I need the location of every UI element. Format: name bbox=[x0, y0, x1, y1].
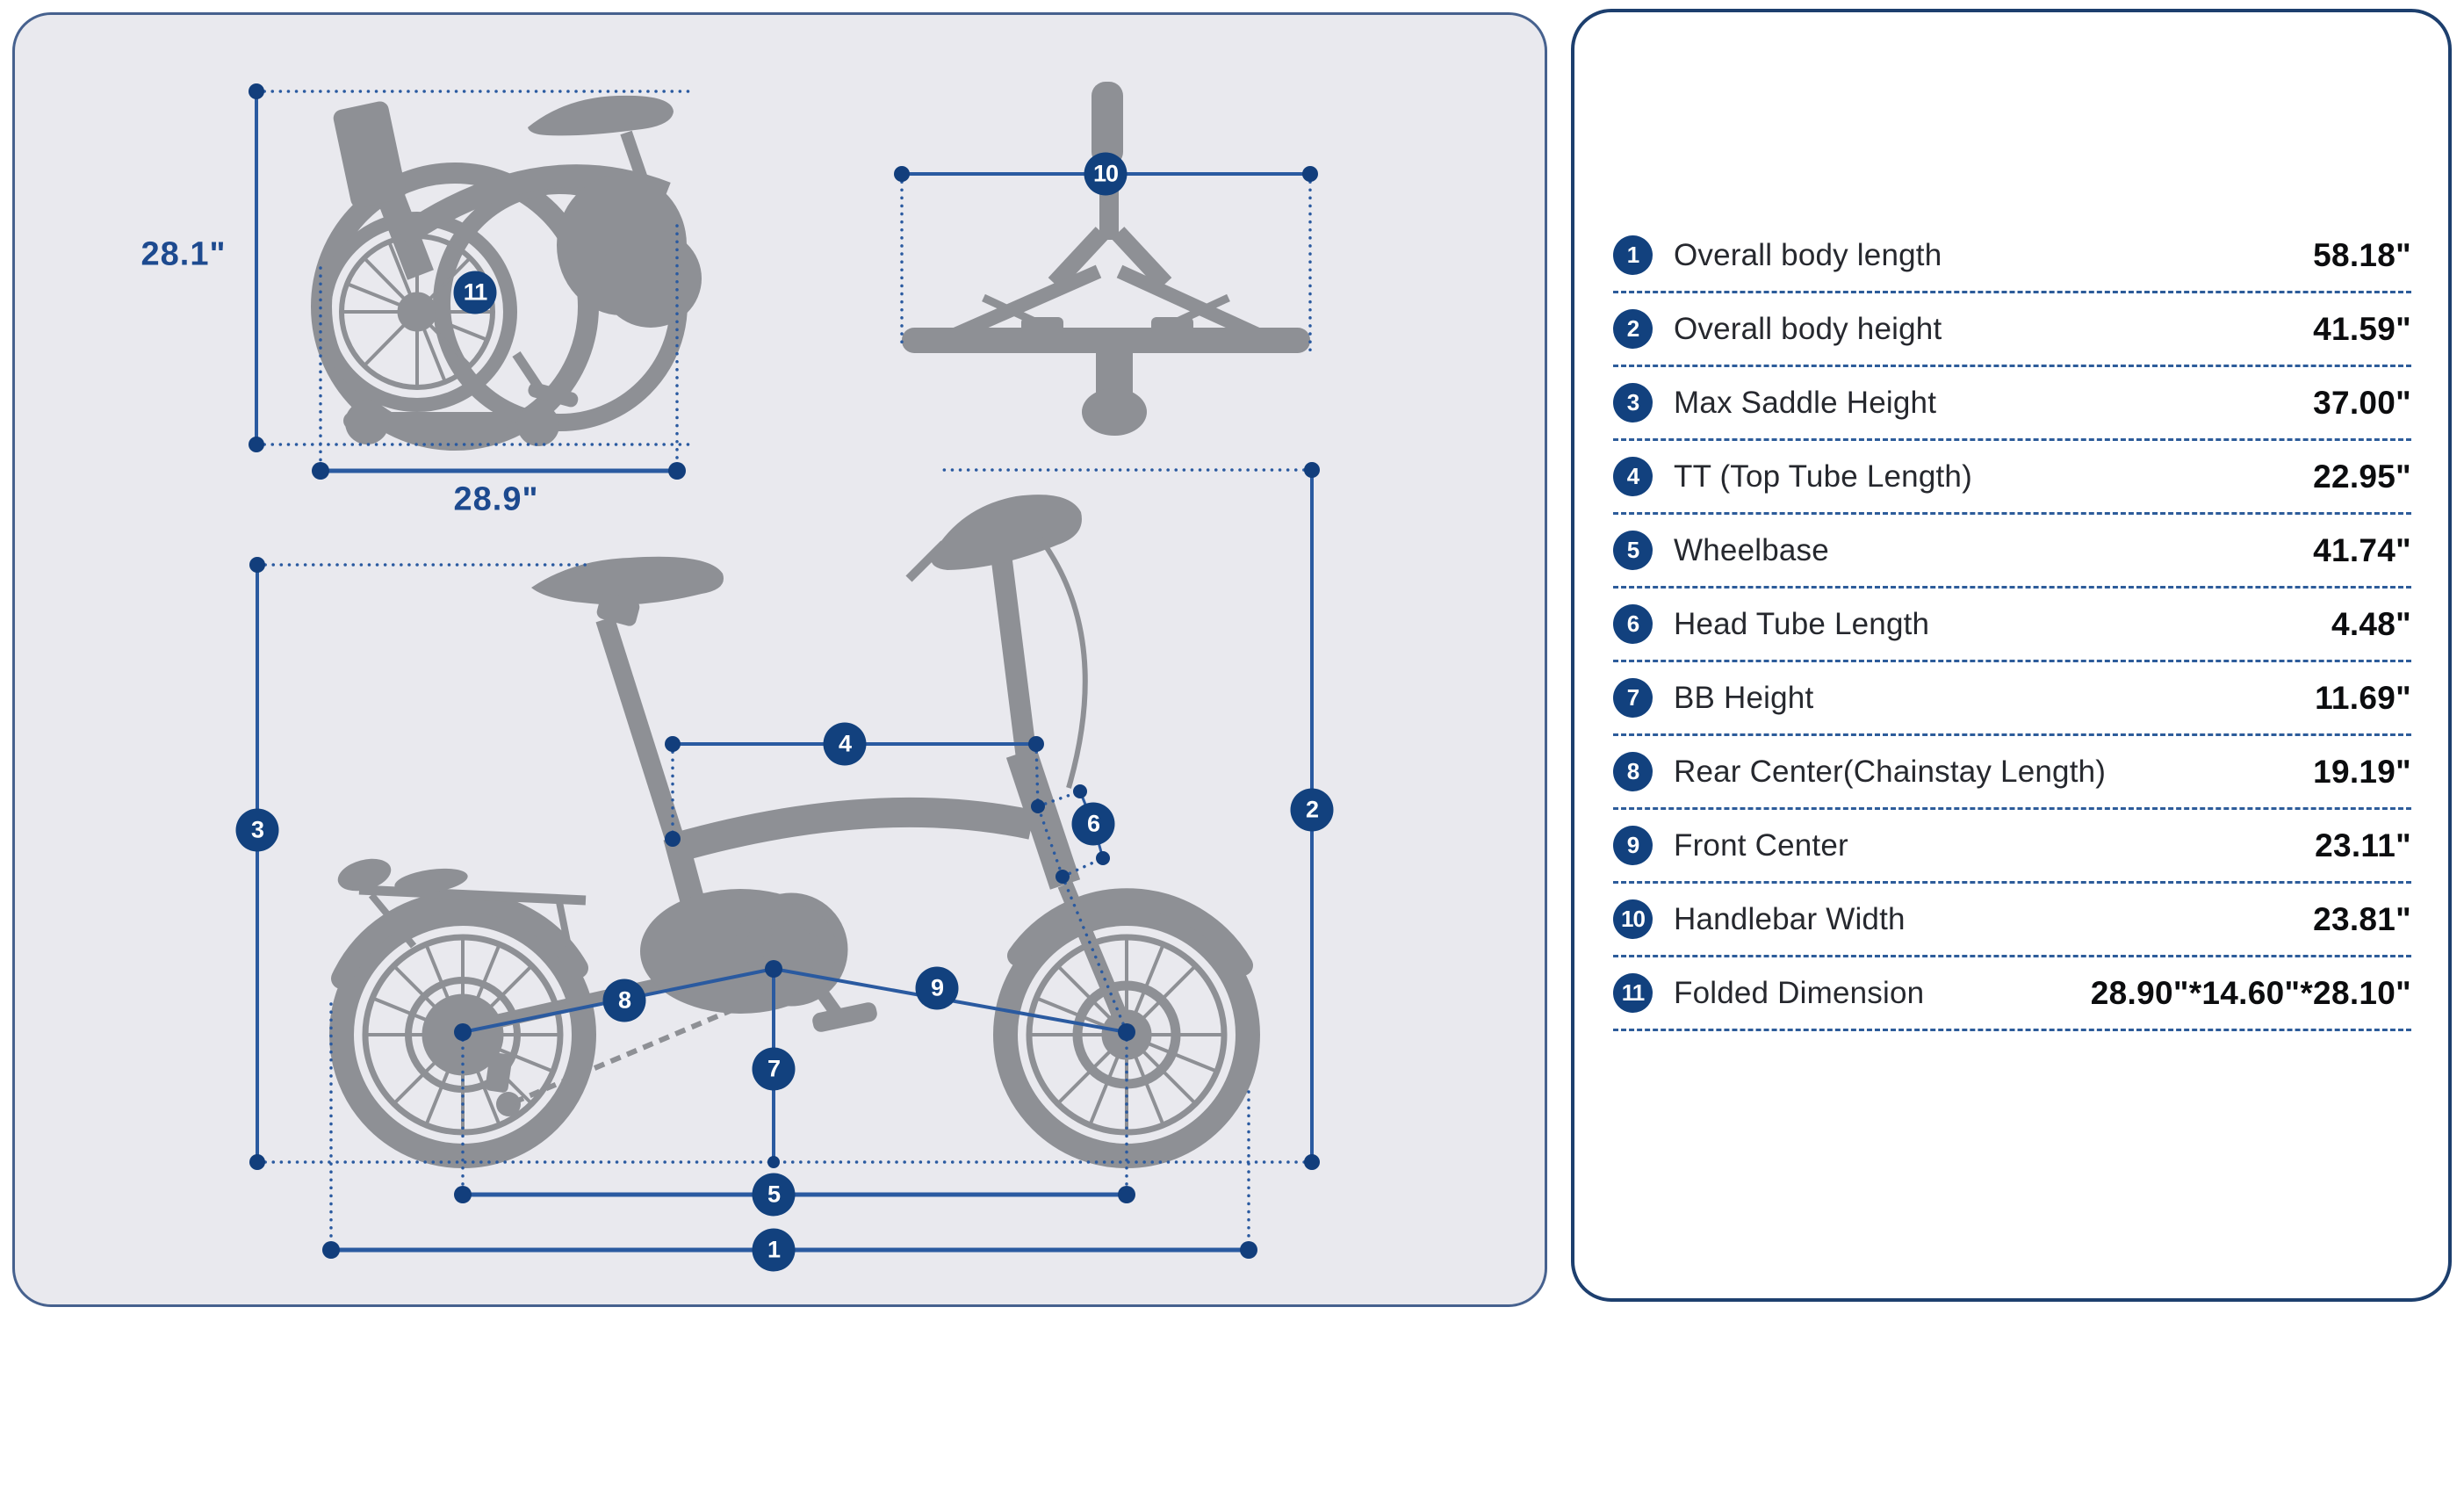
legend-value-1: 58.18" bbox=[2313, 236, 2411, 273]
folded-width-label: 28.9" bbox=[453, 480, 539, 518]
legend-row-3: 3 Max Saddle Height 37.00" bbox=[1613, 367, 2411, 441]
folded-height-label: 28.1" bbox=[140, 235, 227, 273]
legend-row-8: 8 Rear Center(Chainstay Length) 19.19" bbox=[1613, 736, 2411, 810]
legend-badge-5: 5 bbox=[1613, 531, 1653, 570]
top-view-silhouette bbox=[902, 82, 1310, 436]
legend-badge-4: 4 bbox=[1613, 457, 1653, 496]
legend-badge-11: 11 bbox=[1613, 973, 1653, 1013]
legend-badge-2: 2 bbox=[1613, 309, 1653, 349]
diagram-badge-7: 7 bbox=[752, 1047, 796, 1091]
legend-label-2: Overall body height bbox=[1674, 311, 1942, 346]
diagram-badge-10: 10 bbox=[1084, 152, 1128, 196]
diagram-badge-4: 4 bbox=[823, 722, 867, 766]
legend-label-3: Max Saddle Height bbox=[1674, 385, 1937, 420]
legend-badge-6: 6 bbox=[1613, 604, 1653, 644]
legend-label-11: Folded Dimension bbox=[1674, 975, 1925, 1010]
legend-badge-7: 7 bbox=[1613, 678, 1653, 718]
legend-value-10: 23.81" bbox=[2313, 900, 2411, 937]
legend-row-11: 11 Folded Dimension 28.90"*14.60"*28.10" bbox=[1613, 957, 2411, 1031]
legend-label-6: Head Tube Length bbox=[1674, 606, 1930, 641]
legend-value-3: 37.00" bbox=[2313, 384, 2411, 421]
diagram-badge-11: 11 bbox=[453, 271, 497, 314]
legend-value-8: 19.19" bbox=[2313, 753, 2411, 790]
legend-value-4: 22.95" bbox=[2313, 458, 2411, 495]
legend-value-7: 11.69" bbox=[2315, 679, 2411, 716]
legend-label-9: Front Center bbox=[1674, 827, 1848, 863]
legend-value-6: 4.48" bbox=[2331, 605, 2411, 642]
legend-value-5: 41.74" bbox=[2313, 531, 2411, 568]
legend-label-1: Overall body length bbox=[1674, 237, 1942, 272]
diagram-panel: 28.1" 28.9" 1 2 3 4 5 6 7 8 9 10 11 bbox=[12, 12, 1547, 1307]
diagram-badge-3: 3 bbox=[235, 808, 279, 852]
dimension-legend-panel: 1 Overall body length 58.18" 2 Overall b… bbox=[1571, 9, 2452, 1302]
legend-label-7: BB Height bbox=[1674, 680, 1814, 715]
legend-row-7: 7 BB Height 11.69" bbox=[1613, 662, 2411, 736]
legend-badge-8: 8 bbox=[1613, 752, 1653, 791]
legend-row-6: 6 Head Tube Length 4.48" bbox=[1613, 589, 2411, 662]
legend-label-10: Handlebar Width bbox=[1674, 901, 1906, 936]
legend-label-8: Rear Center(Chainstay Length) bbox=[1674, 754, 2107, 789]
legend-label-4: TT (Top Tube Length) bbox=[1674, 459, 1972, 494]
legend-badge-10: 10 bbox=[1613, 899, 1653, 939]
diagram-badge-9: 9 bbox=[915, 966, 959, 1010]
legend-row-9: 9 Front Center 23.11" bbox=[1613, 810, 2411, 884]
legend-row-10: 10 Handlebar Width 23.81" bbox=[1613, 884, 2411, 957]
folded-bike-silhouette bbox=[311, 95, 702, 451]
legend-row-5: 5 Wheelbase 41.74" bbox=[1613, 515, 2411, 589]
legend-value-2: 41.59" bbox=[2313, 310, 2411, 347]
diagram-badge-6: 6 bbox=[1071, 802, 1115, 846]
legend-row-4: 4 TT (Top Tube Length) 22.95" bbox=[1613, 441, 2411, 515]
legend-row-2: 2 Overall body height 41.59" bbox=[1613, 293, 2411, 367]
diagram-badge-1: 1 bbox=[752, 1228, 796, 1272]
legend-label-5: Wheelbase bbox=[1674, 532, 1829, 567]
bike-diagram-svg bbox=[249, 82, 1320, 1259]
folded-view-dimension-lines bbox=[249, 83, 695, 480]
diagram-badge-5: 5 bbox=[752, 1173, 796, 1217]
legend-badge-3: 3 bbox=[1613, 383, 1653, 422]
legend-badge-1: 1 bbox=[1613, 235, 1653, 275]
legend-value-11: 28.90"*14.60"*28.10" bbox=[2090, 974, 2411, 1011]
legend-row-1: 1 Overall body length 58.18" bbox=[1613, 220, 2411, 293]
legend-value-9: 23.11" bbox=[2315, 827, 2411, 863]
diagram-badge-2: 2 bbox=[1290, 788, 1334, 832]
legend-badge-9: 9 bbox=[1613, 826, 1653, 865]
diagram-badge-8: 8 bbox=[602, 979, 646, 1022]
